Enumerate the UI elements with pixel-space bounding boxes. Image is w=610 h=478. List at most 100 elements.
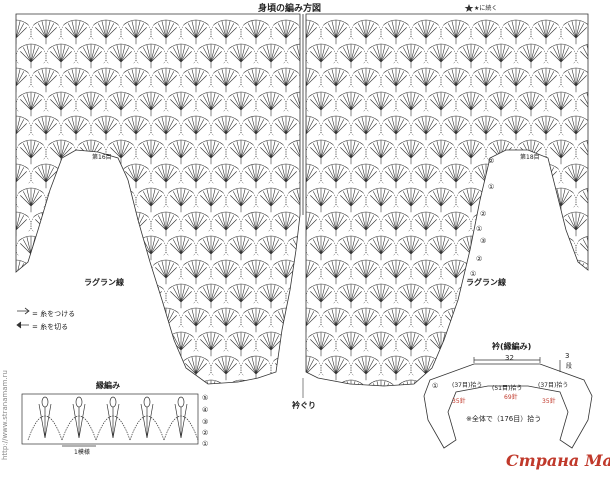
shell-motif (395, 91, 427, 117)
shell-motif (195, 43, 227, 69)
collar-width: 32 (505, 354, 514, 362)
shell-motif (395, 283, 427, 309)
side-text: http://www.stranamam.ru (1, 370, 9, 460)
shell-motif (16, 67, 32, 93)
shell-motif (285, 331, 300, 353)
shell-motif (285, 235, 300, 257)
row-number: ① (470, 270, 477, 278)
thread-attach-icon (17, 307, 30, 315)
shell-motif (165, 91, 197, 117)
shell-motif (440, 67, 472, 93)
shell-motif (425, 283, 457, 309)
shell-motif (16, 283, 47, 309)
shell-motif (180, 307, 212, 333)
thread-cut-icon (16, 321, 29, 329)
shell-motif (320, 307, 352, 333)
shell-motif (16, 115, 32, 141)
shell-motif (255, 187, 287, 213)
shell-motif (425, 331, 457, 357)
shell-motif (500, 163, 532, 189)
shell-motif (105, 43, 137, 69)
shell-motif (16, 19, 32, 45)
shell-motif (335, 331, 367, 357)
shell-motif (75, 331, 107, 357)
shell-motif (380, 163, 412, 189)
shell-motif (301, 308, 331, 332)
shell-motif (335, 379, 367, 386)
row-marker-right: 第18目 (520, 154, 540, 161)
shell-motif (306, 355, 322, 381)
shell-motif (365, 283, 397, 309)
shell-motif (90, 19, 122, 45)
shell-motif (380, 307, 412, 333)
shell-motif (16, 187, 47, 213)
shell-motif (515, 187, 547, 213)
shell-motif (16, 144, 17, 161)
shell-motif (135, 139, 167, 165)
shell-motif (240, 307, 272, 333)
shell-motif (560, 163, 588, 189)
shell-motif (591, 260, 610, 284)
shell-motif (306, 283, 337, 309)
shell-motif (591, 164, 610, 188)
shell-motif (261, 308, 291, 332)
shell-motif (30, 67, 62, 93)
collar-diagram (423, 357, 593, 449)
shell-motif (45, 43, 77, 69)
shell-motif (500, 211, 532, 237)
shell-motif (120, 19, 152, 45)
shell-motif (365, 235, 397, 261)
shell-motif (45, 283, 77, 309)
shell-motif (410, 355, 442, 381)
row-number: ① (476, 225, 483, 233)
collar-center-red: 69針 (504, 394, 518, 401)
shell-motif (150, 307, 182, 333)
shell-motif (60, 67, 92, 93)
right-panel-outline (305, 13, 589, 387)
shell-motif (380, 211, 412, 237)
shell-motif (165, 139, 197, 165)
shell-motif (210, 355, 242, 381)
shell-motif (470, 19, 502, 45)
shell-motif (485, 91, 517, 117)
shell-motif (75, 91, 107, 117)
shell-motif (545, 331, 577, 357)
shell-motif (485, 187, 517, 213)
shell-motif (30, 259, 62, 285)
neckline-label: 衿ぐり (292, 401, 316, 410)
shell-motif (560, 67, 588, 93)
shell-motif (165, 43, 197, 69)
collar-outline (423, 363, 593, 449)
row-marker-left: 第16目 (92, 154, 112, 161)
shell-motif (395, 379, 427, 386)
shell-motif (306, 67, 322, 93)
shell-motif (240, 355, 272, 381)
shell-motif (455, 187, 487, 213)
shell-motif (575, 235, 588, 257)
shell-motif (530, 355, 562, 381)
left-panel-outline (15, 13, 301, 385)
shell-motif (90, 115, 122, 141)
shell-motif (60, 19, 92, 45)
shell-motif (530, 19, 562, 45)
shell-motif (560, 115, 588, 141)
shell-motif (350, 67, 382, 93)
shell-motif (255, 235, 287, 261)
shell-motif (306, 192, 307, 209)
shell-motif (270, 355, 300, 381)
shell-motif (120, 115, 152, 141)
shell-motif (228, 379, 254, 384)
shell-motif (335, 43, 367, 69)
shell-motif (180, 163, 212, 189)
shell-motif (515, 91, 547, 117)
collar-left-count: (37目)拾う (452, 382, 483, 389)
shell-motif (301, 68, 331, 92)
shell-motif (591, 308, 610, 332)
shell-motif (30, 115, 62, 141)
shell-motif (30, 19, 62, 45)
shell-motif (380, 355, 412, 381)
shell-motif (410, 19, 442, 45)
shell-motif (270, 211, 300, 237)
shell-motif (210, 115, 242, 141)
shell-motif (515, 43, 547, 69)
